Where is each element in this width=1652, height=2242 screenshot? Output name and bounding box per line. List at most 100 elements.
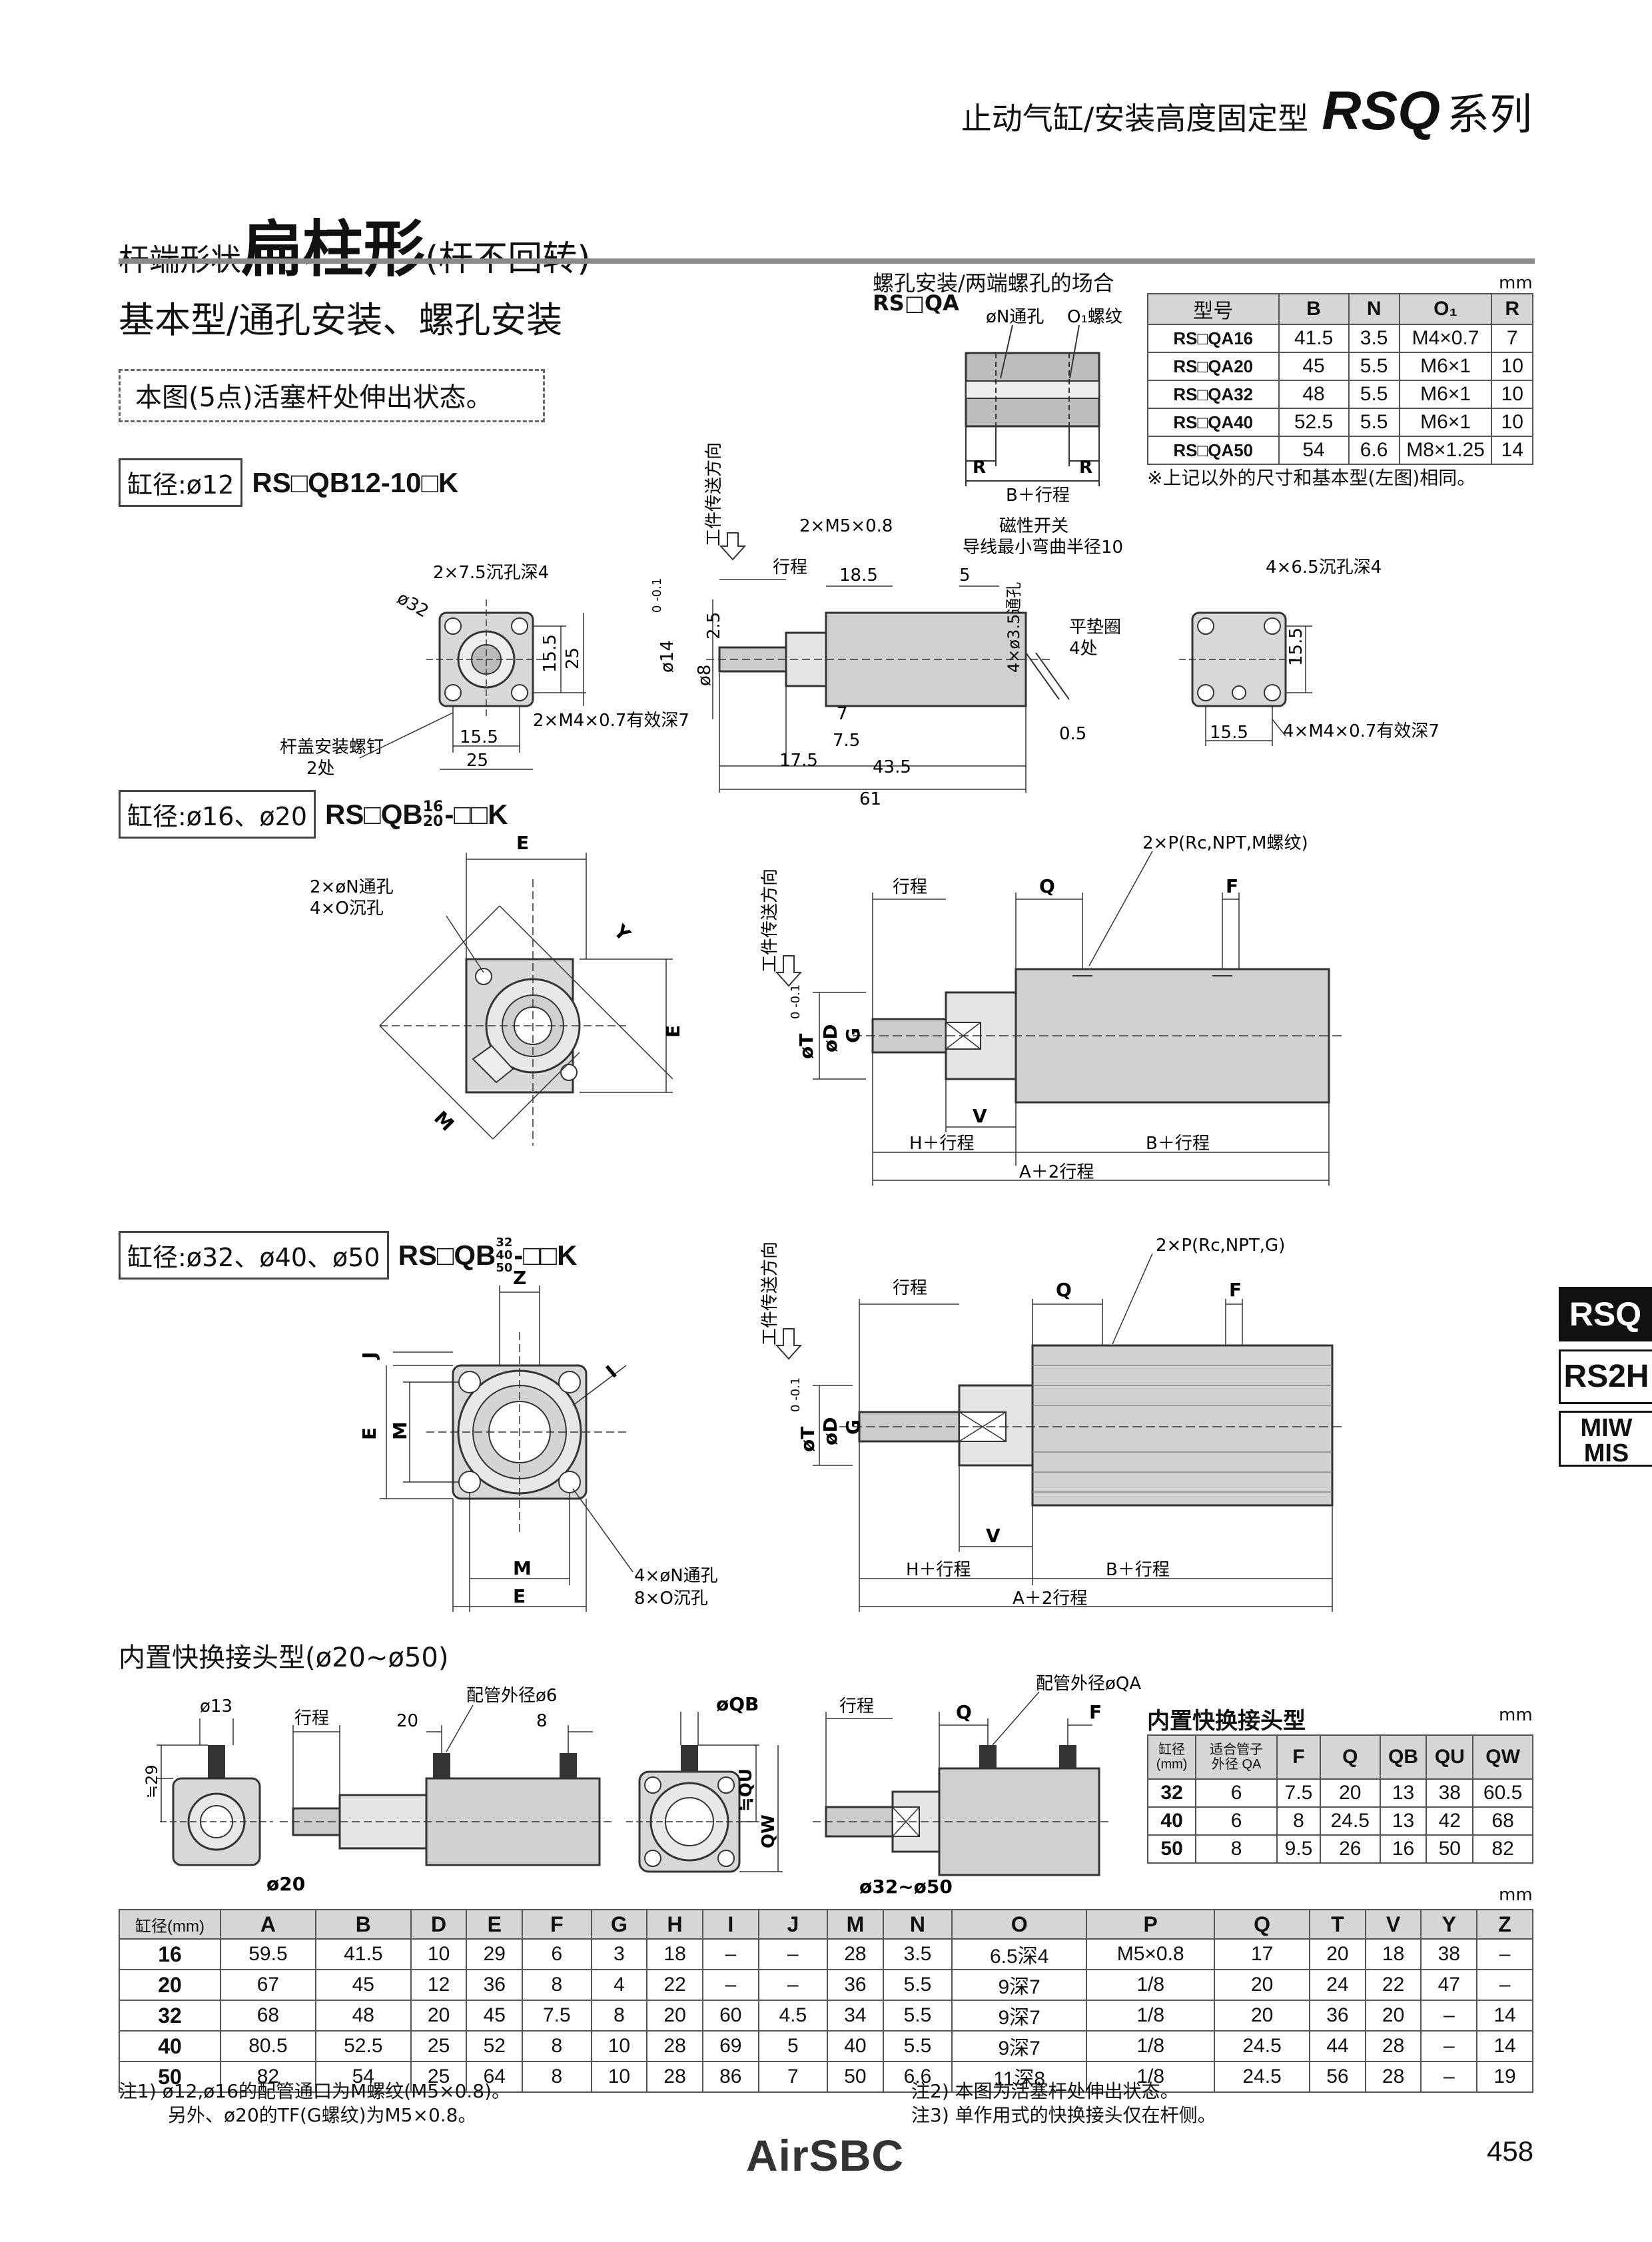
bore12-d25: 25 xyxy=(563,647,583,669)
main-cell: 24.5 xyxy=(1214,2061,1311,2093)
main-cell: 25 xyxy=(410,2061,468,2093)
qa-cell: 48 xyxy=(1278,380,1350,409)
bore32-V: V xyxy=(986,1525,1001,1547)
qj-stroke2: 行程 xyxy=(839,1696,874,1716)
bore12-d25b: 25 xyxy=(466,751,488,771)
qj-cell: 24.5 xyxy=(1319,1806,1381,1836)
qj-cap3250: ø32~ø50 xyxy=(859,1876,953,1898)
main-cell: 82 xyxy=(220,2061,316,2093)
bore12-rear-view: 4×6.5沉孔深4 15.5 15.5 4×M4×0.7有效深7 xyxy=(1179,558,1440,746)
main-th: Y xyxy=(1420,1909,1478,1940)
note-1: 注1) ø12,ø16的配管通口为M螺纹(M5×0.8)。 xyxy=(119,2080,511,2102)
qa-th: 型号 xyxy=(1147,293,1280,325)
main-cell: M5×0.8 xyxy=(1086,1938,1216,1970)
main-cell: 12 xyxy=(410,1969,468,2001)
bore12-drawing: 工件传送方向 2×7.5沉孔深4 ø32 15.5 25 15.5 25 2×M… xyxy=(280,442,1123,809)
main-cell: – xyxy=(757,1969,829,2001)
main-cell: 8 xyxy=(522,2030,592,2062)
bore12-work-dir: 工件传送方向 xyxy=(704,442,724,546)
main-cell: 9深7 xyxy=(951,2030,1088,2062)
qj-cap20: ø20 xyxy=(266,1873,305,1895)
main-th: E xyxy=(466,1909,524,1940)
qa-cell: M8×1.25 xyxy=(1398,436,1493,465)
main-cell: 28 xyxy=(646,2030,703,2062)
qa-cell: 10 xyxy=(1491,380,1533,409)
tab-rs2h[interactable]: RS2H xyxy=(1559,1349,1652,1404)
main-cell: 24 xyxy=(1309,1969,1366,2001)
main-cell: 24.5 xyxy=(1214,2030,1311,2062)
bore12-d75: 7.5 xyxy=(833,731,860,751)
qj-cell: 50 xyxy=(1426,1834,1474,1864)
main-th: V xyxy=(1364,1909,1422,1940)
bore12-d5: 5 xyxy=(959,565,971,585)
qj-table-header: 缸径 (mm) 适合管子 外径 QA F Q QB QU QW xyxy=(1146,1734,1533,1780)
main-cell: 6.5深4 xyxy=(951,1938,1088,1970)
bore12-d7: 7 xyxy=(837,704,848,724)
bore16-B: B＋行程 xyxy=(1146,1134,1210,1154)
qj-cell: 16 xyxy=(1379,1834,1428,1864)
main-cell: – xyxy=(1420,2000,1478,2032)
bore12-d435: 43.5 xyxy=(873,757,911,777)
bore12-heading: 缸径:ø12 RS□QB12-10□K xyxy=(119,458,458,507)
main-cell: 1/8 xyxy=(1086,2030,1216,2062)
main-cell: 60 xyxy=(701,2000,759,2032)
main-cell: 10 xyxy=(410,1938,468,1970)
series-suffix: 系列 xyxy=(1447,91,1532,140)
qj-th: 缸径 (mm) xyxy=(1146,1734,1197,1780)
qj-th: Q xyxy=(1319,1734,1381,1780)
main-th: N xyxy=(882,1909,953,1940)
bore32-label: 缸径:ø32、ø40、ø50 xyxy=(119,1231,389,1280)
bore16-N-hole: 2×øN通孔 xyxy=(310,877,394,897)
main-cell: 68 xyxy=(220,2000,316,2032)
main-cell: 56 xyxy=(1309,2061,1366,2093)
main-cell: 10 xyxy=(590,2061,648,2093)
main-cell: 64 xyxy=(466,2061,524,2093)
qa-th: R xyxy=(1491,293,1533,325)
main-cell: 25 xyxy=(410,2030,468,2062)
tab-miw-mis[interactable]: MIW MIS xyxy=(1559,1411,1652,1467)
main-cell: 4.5 xyxy=(757,2000,829,2032)
bore32-Q: Q xyxy=(1056,1279,1072,1301)
bore12-d155b: 15.5 xyxy=(460,727,498,747)
main-cell: 18 xyxy=(646,1938,703,1970)
bore12-tol: 0 -0.1 xyxy=(650,578,664,613)
bore32-heading: 缸径:ø32、ø40、ø50 RS□QB 32 40 50 -□□K xyxy=(119,1231,577,1280)
qj-th: 适合管子 外径 QA xyxy=(1195,1734,1278,1780)
qa-cell: 7 xyxy=(1491,324,1533,353)
bore12-hole35: 4×ø3.5通孔 xyxy=(1005,582,1023,673)
qa-cell: RS□QA50 xyxy=(1147,436,1280,465)
bore32-P: 2×P(Rc,NPT,G) xyxy=(1156,1236,1285,1256)
main-cell: 50 xyxy=(119,2061,221,2093)
bore12-stroke: 行程 xyxy=(773,558,807,577)
section-title: 杆端形状扁柱形(杆不回转) xyxy=(119,200,591,288)
main-cell: 52.5 xyxy=(314,2030,412,2062)
main-cell: 4 xyxy=(590,1969,648,2001)
tab-rsq[interactable]: RSQ xyxy=(1559,1287,1652,1341)
qj-th: F xyxy=(1276,1734,1321,1780)
main-cell: 40 xyxy=(119,2030,221,2062)
main-cell: – xyxy=(701,1938,759,1970)
main-cell: 22 xyxy=(646,1969,703,2001)
qj-cell: 68 xyxy=(1472,1806,1533,1836)
bore16-V: V xyxy=(973,1105,987,1127)
bore12-d175: 17.5 xyxy=(779,751,818,771)
footer-logo: AirSBC xyxy=(746,2131,905,2180)
main-cell: 32 xyxy=(119,2000,221,2032)
series-name: RSQ xyxy=(1322,81,1440,141)
section-note: 本图(5点)活塞杆处伸出状态。 xyxy=(119,369,545,422)
quick-joint-ø20-drawing: ø13 ≒29 行程 20 8 配管外径ø6 ø20 xyxy=(143,1686,613,1895)
main-cell: – xyxy=(701,1969,759,2001)
qa-cell: 54 xyxy=(1278,436,1350,465)
bore32-model-suffix: -□□K xyxy=(514,1239,578,1271)
qj-QU: ≒QU xyxy=(736,1768,756,1812)
main-cell: 86 xyxy=(701,2061,759,2093)
main-cell: – xyxy=(757,1938,829,1970)
bore12-m4b: 4×M4×0.7有效深7 xyxy=(1283,721,1440,741)
main-cell: 47 xyxy=(1420,1969,1478,2001)
bore12-d05: 0.5 xyxy=(1059,724,1086,744)
bore16-D: øD xyxy=(819,1024,841,1052)
